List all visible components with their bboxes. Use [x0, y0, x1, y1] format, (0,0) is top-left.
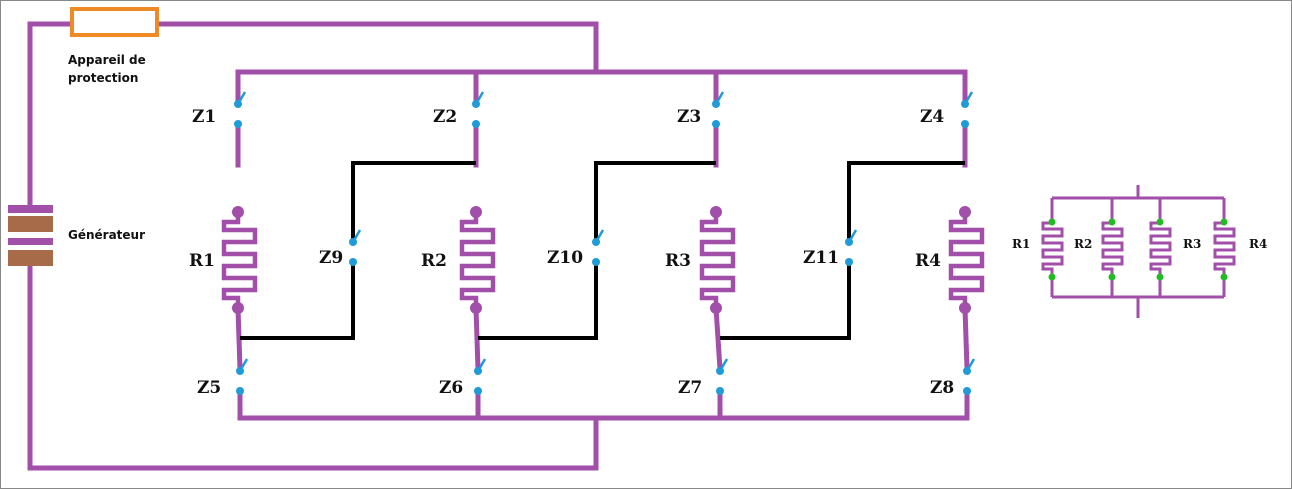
resistor-label-r1: R1 [189, 251, 215, 271]
resistor-label-r2: R2 [421, 251, 447, 271]
equivalent-label-r2: R2 [1074, 237, 1092, 251]
resistor-r4 [951, 206, 982, 314]
switch-label-z11: Z11 [803, 248, 839, 268]
switch-label-z8: Z8 [930, 378, 954, 398]
switch-label-z2: Z2 [433, 107, 457, 127]
switch-label-z4: Z4 [920, 107, 944, 127]
equivalent-circuit [1041, 185, 1236, 318]
resistor-r1 [224, 206, 255, 314]
switch-label-z7: Z7 [678, 378, 702, 398]
resistor-label-r3: R3 [665, 251, 691, 271]
resistor-r2 [462, 206, 493, 314]
switch-label-z6: Z6 [439, 378, 463, 398]
switch-label-z10: Z10 [547, 248, 583, 268]
protection-device [70, 7, 159, 37]
bridge-wires [240, 161, 965, 340]
switch-label-z9: Z9 [319, 248, 343, 268]
switch-label-z3: Z3 [677, 107, 701, 127]
generator [8, 205, 53, 266]
equivalent-label-r4: R4 [1249, 237, 1267, 251]
supply-loop [27, 21, 599, 471]
protection-label-line2: protection [68, 71, 138, 85]
switch-label-z5: Z5 [197, 378, 221, 398]
switch-label-z1: Z1 [192, 107, 216, 127]
protection-label-line1: Appareil de [68, 53, 146, 67]
resistor-label-r4: R4 [915, 251, 941, 271]
equivalent-label-r1: R1 [1012, 237, 1030, 251]
generator-label: Générateur [68, 228, 145, 242]
equivalent-label-r3: R3 [1183, 237, 1201, 251]
resistor-r3 [702, 206, 733, 314]
branch-wires [235, 69, 970, 421]
